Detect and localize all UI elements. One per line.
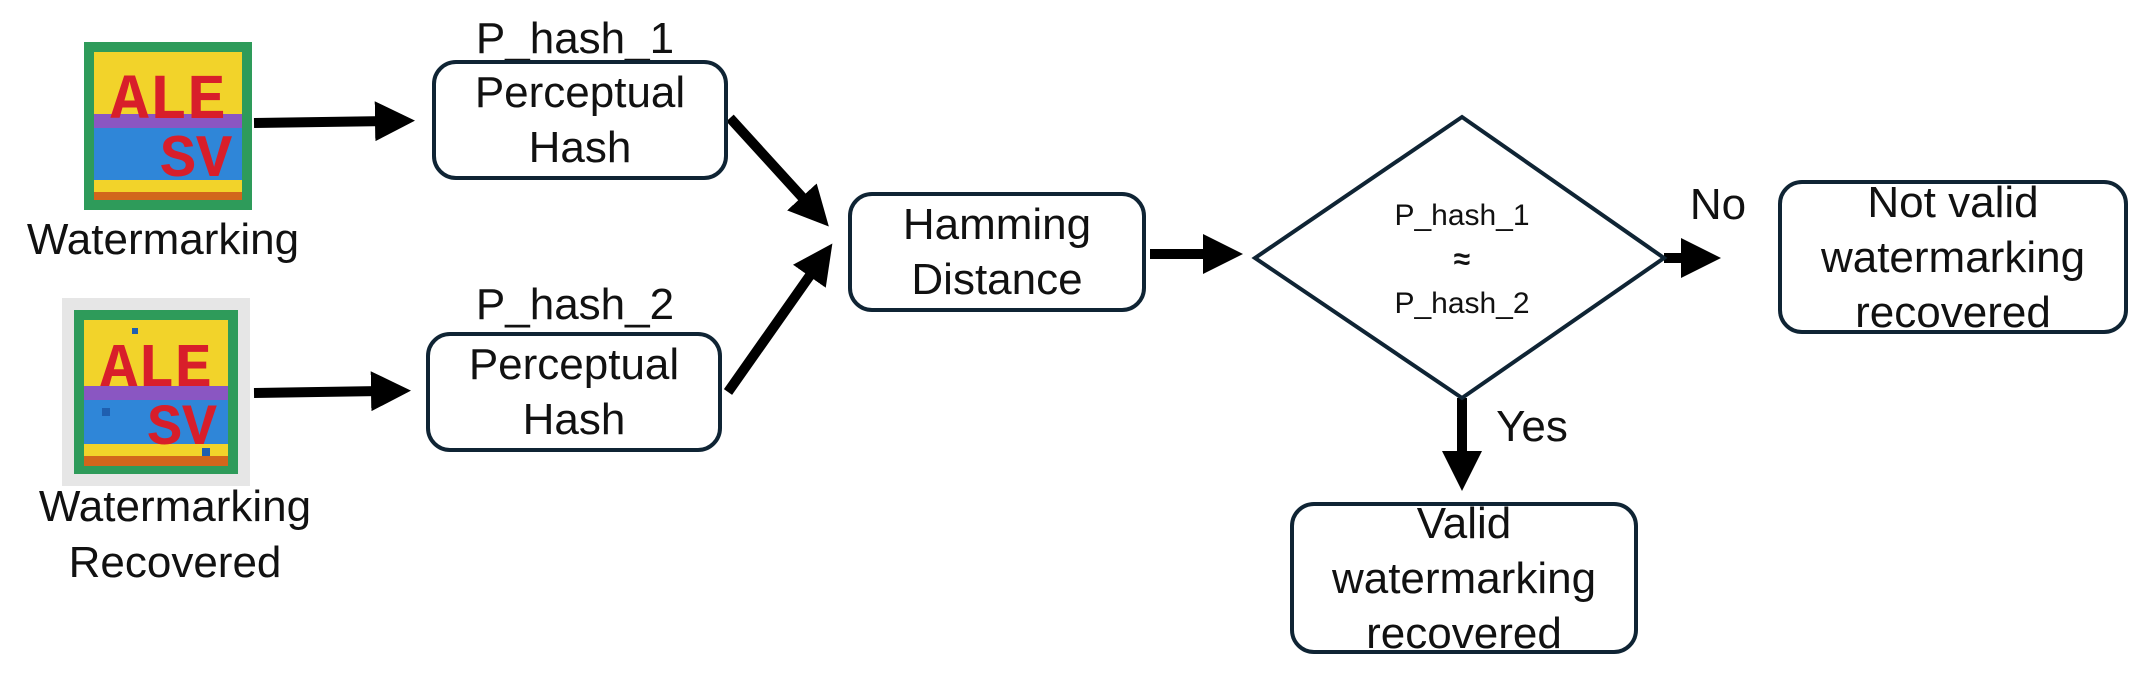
arrow-image1-to-hash1 [253, 101, 415, 142]
valid-outcome-node: Valid watermarking recovered [1290, 499, 1638, 658]
not-valid-outcome-node: Not valid watermarking recovered [1778, 178, 2128, 337]
node-line-2: Hash [522, 395, 626, 444]
perceptual-hash-node-1: Perceptual Hash [432, 60, 728, 180]
decision-diamond [1251, 114, 1668, 401]
decision-approx-symbol: ≈ [1453, 243, 1471, 276]
branch-label-no: No [1689, 180, 1747, 229]
node-line-2: watermarking [1820, 232, 2086, 282]
decision-text: P_hash_1 ≈ P_hash_2 [1340, 194, 1584, 326]
node-line-3: recovered [1855, 287, 2051, 337]
watermark-text-bottom: SV [160, 127, 232, 195]
watermark-text-top: ALE [100, 334, 212, 405]
watermark-image-original: ALE SV [84, 42, 252, 210]
branch-label-yes: Yes [1496, 402, 1568, 451]
caption-line-1: Watermarking [38, 482, 312, 531]
hash-label-1: P_hash_1 [475, 14, 675, 63]
caption-watermarking: Watermarking [26, 215, 300, 264]
watermark-image-recovered: ALE SV [62, 298, 250, 486]
node-line-2: Distance [911, 255, 1083, 304]
decision-line-3: P_hash_2 [1394, 287, 1530, 320]
perceptual-hash-node-2: Perceptual Hash [426, 332, 722, 452]
arrow-hash2-to-distance [723, 243, 833, 395]
node-line-1: Hamming [902, 200, 1092, 249]
node-line-1: Valid [1416, 498, 1512, 548]
decision-line-1: P_hash_1 [1394, 199, 1530, 232]
caption-watermarking-recovered: Watermarking Recovered [20, 482, 330, 588]
node-line-1: Not valid [1867, 177, 2039, 227]
node-line-2: watermarking [1331, 553, 1597, 603]
hash-label-2: P_hash_2 [475, 280, 675, 329]
node-line-1: Perceptual [474, 68, 686, 117]
node-line-2: Hash [528, 123, 632, 172]
node-line-1: Perceptual [468, 340, 680, 389]
node-line-3: recovered [1366, 608, 1562, 658]
watermark-text-bottom: SV [147, 397, 217, 462]
arrow-image2-to-hash2 [253, 371, 411, 412]
arrow-hash1-to-distance [726, 114, 829, 227]
watermark-text-top: ALE [110, 66, 225, 138]
caption-line-2: Recovered [68, 538, 282, 587]
hamming-distance-node: Hamming Distance [848, 192, 1146, 312]
